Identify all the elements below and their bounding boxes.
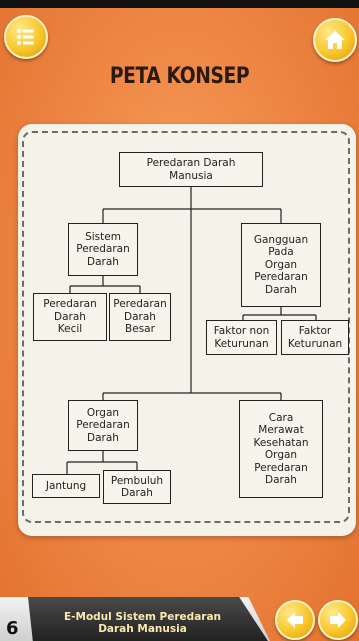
home-button[interactable]: [313, 18, 357, 62]
status-bar: [0, 0, 359, 8]
node-gangguan: Gangguan Pada Organ Peredaran Darah: [241, 223, 321, 307]
next-page-button[interactable]: [318, 600, 358, 640]
node-darah-kecil: Peredaran Darah Kecil: [33, 293, 107, 341]
module-title: E-Modul Sistem Peredaran Darah Manusia: [63, 611, 222, 635]
arrow-right-icon: [330, 612, 346, 628]
node-cara-merawat: Cara Merawat Kesehatan Organ Peredaran D…: [239, 400, 323, 498]
list-menu-icon: [17, 29, 34, 45]
home-icon: [325, 31, 345, 49]
concept-map-border: [22, 131, 350, 523]
page-number: 6: [6, 618, 19, 639]
node-pembuluh-darah: Pembuluh Darah: [103, 470, 171, 504]
footer-title-bar: [28, 597, 268, 641]
previous-page-button[interactable]: [275, 600, 315, 640]
node-jantung: Jantung: [32, 474, 100, 498]
node-organ: Organ Peredaran Darah: [68, 400, 138, 451]
node-faktor-keturunan: Faktor Keturunan: [281, 320, 349, 355]
page-title: PETA KONSEP: [109, 64, 250, 89]
menu-button[interactable]: [4, 15, 48, 59]
node-faktor-non-keturunan: Faktor non Keturunan: [206, 320, 277, 355]
node-darah-besar: Peredaran Darah Besar: [109, 293, 171, 341]
node-root: Peredaran Darah Manusia: [119, 152, 263, 187]
node-sistem: Sistem Peredaran Darah: [68, 223, 138, 276]
arrow-left-icon: [287, 612, 303, 628]
